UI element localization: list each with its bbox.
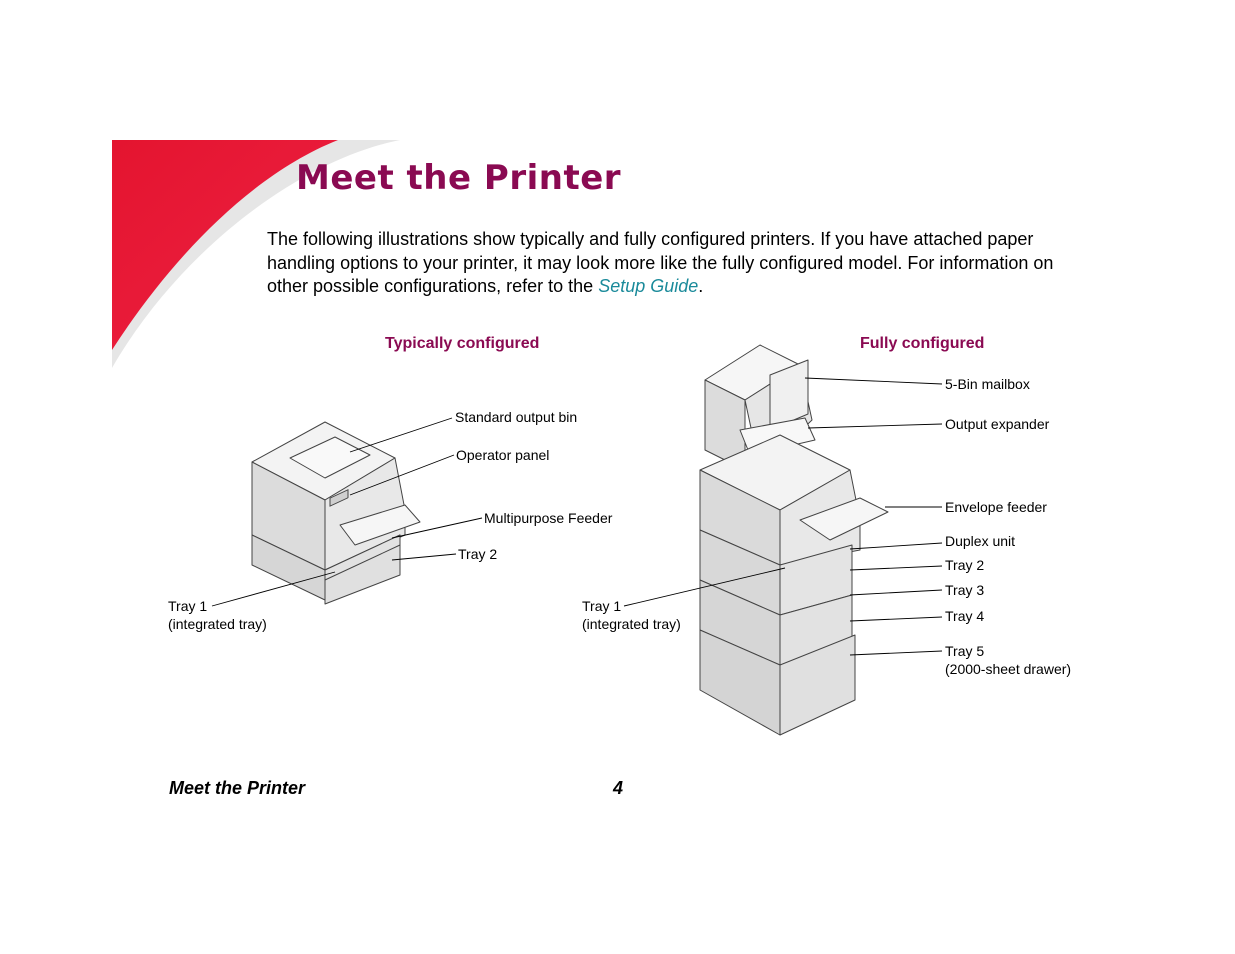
label-operator-panel: Operator panel — [456, 447, 550, 463]
intro-text-end: . — [698, 276, 704, 296]
label-tray1-full: Tray 1 — [582, 598, 622, 614]
page-title: Meet the Printer — [296, 158, 622, 198]
setup-guide-link[interactable]: Setup Guide — [598, 276, 699, 296]
intro-text: The following illustrations show typical… — [267, 229, 1054, 296]
label-tray1-full-note: (integrated tray) — [582, 616, 681, 632]
label-standard-output-bin: Standard output bin — [455, 409, 578, 425]
full-printer-illustration — [699, 344, 889, 736]
typical-printer-illustration — [251, 421, 421, 605]
footer-page-number: 4 — [613, 778, 624, 798]
typical-heading: Typically configured — [385, 335, 540, 352]
corner-swoosh-graphic — [112, 140, 400, 368]
label-tray1-typical-note: (integrated tray) — [168, 616, 267, 632]
label-5-bin-mailbox: 5-Bin mailbox — [945, 376, 1030, 392]
label-envelope-feeder: Envelope feeder — [945, 499, 1047, 515]
label-tray5-note: (2000-sheet drawer) — [945, 661, 1072, 677]
label-tray2-typical: Tray 2 — [458, 546, 498, 562]
footer-section-title: Meet the Printer — [169, 778, 306, 798]
label-output-expander: Output expander — [945, 416, 1050, 432]
label-tray1-typical: Tray 1 — [168, 598, 208, 614]
full-heading: Fully configured — [860, 335, 985, 352]
label-tray5: Tray 5 — [945, 643, 985, 659]
label-multipurpose-feeder: Multipurpose Feeder — [484, 510, 613, 526]
label-tray2-full: Tray 2 — [945, 557, 985, 573]
intro-paragraph: The following illustrations show typical… — [267, 228, 1097, 299]
label-duplex-unit: Duplex unit — [945, 533, 1016, 549]
label-tray4: Tray 4 — [945, 608, 985, 624]
label-tray3: Tray 3 — [945, 582, 985, 598]
